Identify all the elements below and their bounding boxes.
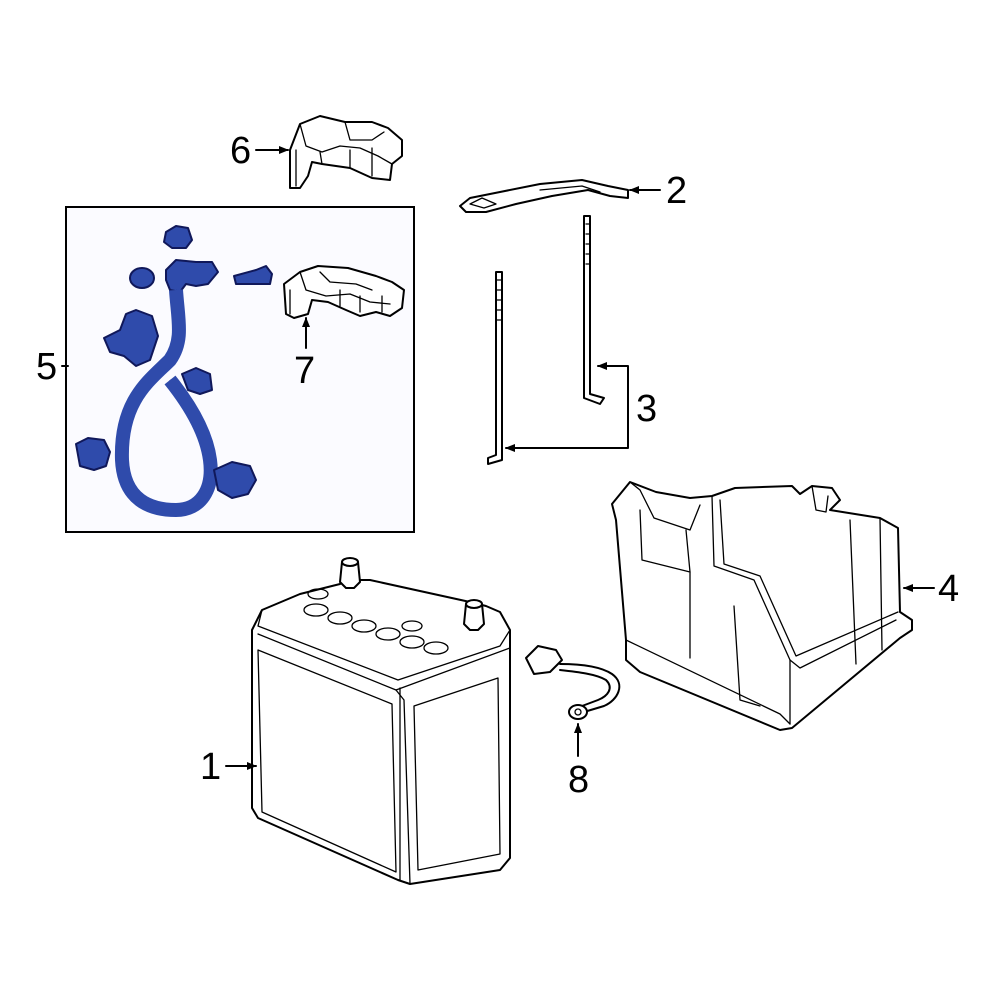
callout-4: 4 [938, 568, 959, 610]
callout-2: 2 [666, 170, 687, 212]
hold-down-rod-right[interactable] [583, 215, 605, 405]
callout-8: 8 [568, 759, 589, 801]
callout-1: 1 [200, 746, 221, 788]
callout-7: 7 [294, 350, 315, 392]
callout-6: 6 [230, 130, 251, 172]
callout-3: 3 [636, 388, 657, 430]
callout-arrows [61, 146, 935, 770]
positive-cable-part[interactable] [75, 225, 273, 518]
callout-5: 5 [36, 346, 57, 388]
ground-cable-part[interactable] [525, 645, 621, 720]
hold-down-bracket-part[interactable] [459, 179, 629, 213]
hold-down-rod-left[interactable] [487, 271, 503, 465]
terminal-cover-part[interactable] [289, 115, 403, 189]
fuse-cover-part[interactable] [283, 265, 405, 319]
battery-part[interactable] [251, 557, 511, 885]
battery-tray-part[interactable] [611, 481, 913, 731]
